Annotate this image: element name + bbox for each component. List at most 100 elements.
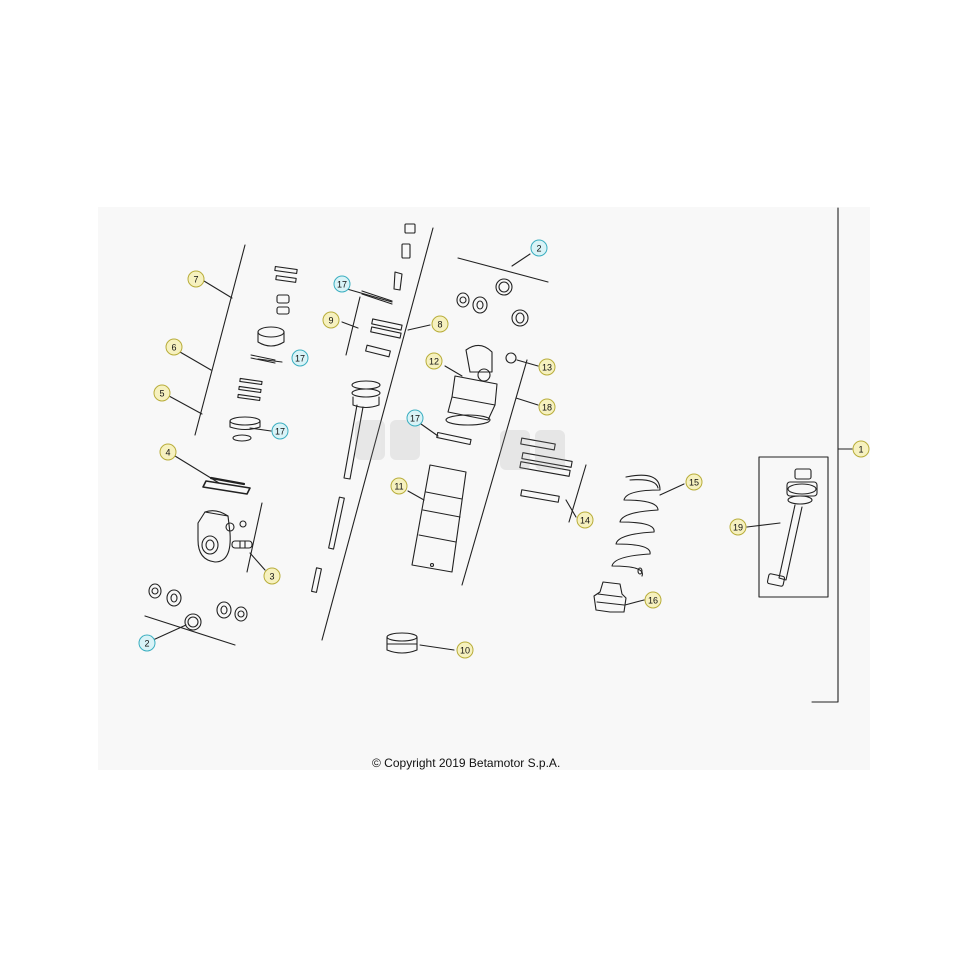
callout-15: 15 <box>685 473 703 491</box>
leader-line-13 <box>516 359 539 367</box>
part-bump-stop <box>593 581 627 613</box>
callout-2: 2 <box>138 634 156 652</box>
callout-label: 17 <box>275 427 285 437</box>
callout-9: 9 <box>322 311 340 329</box>
callout-19: 19 <box>729 518 747 536</box>
leader-line-5 <box>168 395 203 415</box>
callout-14: 14 <box>576 511 594 529</box>
part-group-left <box>202 265 298 495</box>
leader-line-17c <box>346 288 393 303</box>
part-top-eye <box>436 344 517 446</box>
callout-circle <box>153 384 171 402</box>
guide-line-18 <box>461 359 528 586</box>
callout-circle <box>390 477 408 495</box>
detail-box-19 <box>758 456 829 598</box>
diagram-panel <box>98 207 870 770</box>
guide-line-14 <box>568 464 587 523</box>
callout-label: 5 <box>159 389 164 399</box>
part-body-tube <box>411 464 467 573</box>
callout-label: 17 <box>337 280 347 290</box>
part-shaft-assembly <box>310 223 416 593</box>
part-spring <box>611 474 661 577</box>
leader-line-17a <box>257 358 283 363</box>
callout-circle <box>431 315 449 333</box>
callout-circle <box>425 352 443 370</box>
guide-line-3 <box>246 502 263 573</box>
leader-line-12 <box>444 365 463 377</box>
callout-circle <box>852 440 870 458</box>
callout-label: 15 <box>689 478 699 488</box>
callout-label: 11 <box>394 482 403 492</box>
guide-line-2-upper <box>457 257 549 283</box>
callout-label: 12 <box>429 357 439 367</box>
callout-label: 1 <box>858 445 863 455</box>
copyright-notice: © Copyright 2019 Betamotor S.p.A. <box>372 756 561 770</box>
callout-circle <box>538 398 556 416</box>
guide-line-2-lower <box>144 615 236 646</box>
leader-line-15 <box>659 483 685 496</box>
part-spring-collars <box>519 437 573 503</box>
callout-label: 16 <box>648 596 658 606</box>
callout-label: 9 <box>328 316 333 326</box>
callout-18: 18 <box>538 398 556 416</box>
callout-13: 13 <box>538 358 556 376</box>
callout-6: 6 <box>165 338 183 356</box>
part-bearings-upper <box>456 278 529 327</box>
leader-line-3 <box>249 552 266 571</box>
callout-17: 17 <box>291 349 309 367</box>
callout-label: 10 <box>460 646 470 656</box>
leader-line-6 <box>179 351 212 371</box>
callout-16: 16 <box>644 591 662 609</box>
callout-circle <box>159 443 177 461</box>
leader-line-2-lower <box>152 624 187 641</box>
callout-17: 17 <box>271 422 289 440</box>
callout-circle <box>406 409 424 427</box>
leader-line-17d <box>420 423 439 437</box>
callout-circle <box>729 518 747 536</box>
callout-17: 17 <box>333 275 351 293</box>
leader-line-9 <box>341 321 359 329</box>
callout-1: 1 <box>852 440 870 458</box>
callout-circle <box>685 473 703 491</box>
callout-circle <box>644 591 662 609</box>
callout-circle <box>165 338 183 356</box>
leader-line-16 <box>624 599 645 606</box>
callout-label: 4 <box>165 448 170 458</box>
callout-label: 18 <box>542 403 552 413</box>
callout-label: 3 <box>269 572 274 582</box>
guide-line-center <box>321 227 434 641</box>
callout-8: 8 <box>431 315 449 333</box>
callout-label: 6 <box>171 343 176 353</box>
callout-circle <box>263 567 281 585</box>
callout-3: 3 <box>263 567 281 585</box>
callout-circle <box>456 641 474 659</box>
callout-circle <box>333 275 351 293</box>
callout-label: 2 <box>144 639 149 649</box>
leader-line-11 <box>407 490 425 501</box>
callout-10: 10 <box>456 641 474 659</box>
callout-circle <box>576 511 594 529</box>
part-lower-cap <box>386 632 418 654</box>
callout-circle <box>138 634 156 652</box>
leader-line-2-upper <box>511 253 531 267</box>
part-clevis-eye <box>197 510 253 563</box>
callout-label: 13 <box>542 363 552 373</box>
callout-17: 17 <box>406 409 424 427</box>
callout-12: 12 <box>425 352 443 370</box>
callout-circle <box>291 349 309 367</box>
callout-label: 2 <box>536 244 541 254</box>
callout-7: 7 <box>187 270 205 288</box>
leader-line-10 <box>419 644 455 651</box>
leader-line-14 <box>565 499 577 518</box>
callout-circle <box>538 358 556 376</box>
leader-line-8 <box>407 324 431 331</box>
callout-11: 11 <box>390 477 408 495</box>
part-damper-rod-19 <box>766 468 818 587</box>
leader-line-18 <box>515 397 539 406</box>
callout-label: 8 <box>437 320 442 330</box>
leader-line-7 <box>203 280 233 299</box>
watermark <box>355 420 565 470</box>
callout-2: 2 <box>530 239 548 257</box>
